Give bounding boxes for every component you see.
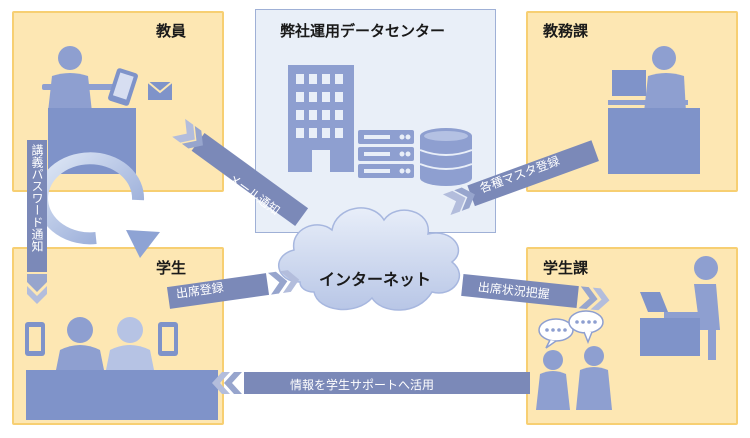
cycle-arrow-icon <box>36 152 160 258</box>
server-icon <box>358 130 414 178</box>
database-icon <box>419 128 473 186</box>
attendance-registration-arrow <box>166 270 300 309</box>
lecture-password-label: 講義パスワード通知 <box>30 144 44 252</box>
master-registration-arrow <box>442 140 599 216</box>
student-affairs-title: 学生課 <box>543 259 589 277</box>
internet-cloud <box>277 207 461 311</box>
lecture-password-arrow <box>27 140 47 304</box>
student-title: 学生 <box>156 259 187 277</box>
student-support-arrow <box>212 372 530 394</box>
student-support-label: 情報を学生サポートへ活用 <box>290 378 435 392</box>
students-figure <box>25 317 218 420</box>
teacher-title: 教員 <box>156 22 187 40</box>
datacenter-title: 弊社運用データセンター <box>280 22 446 40</box>
building-icon <box>288 65 354 172</box>
attendance-status-arrow <box>461 273 610 311</box>
academic-affairs-title: 教務課 <box>543 22 589 40</box>
academic-affairs-figure <box>608 46 700 174</box>
student-affairs-figure <box>536 256 720 410</box>
internet-label: インターネット <box>319 270 432 289</box>
mail-notice-arrow <box>172 118 309 227</box>
